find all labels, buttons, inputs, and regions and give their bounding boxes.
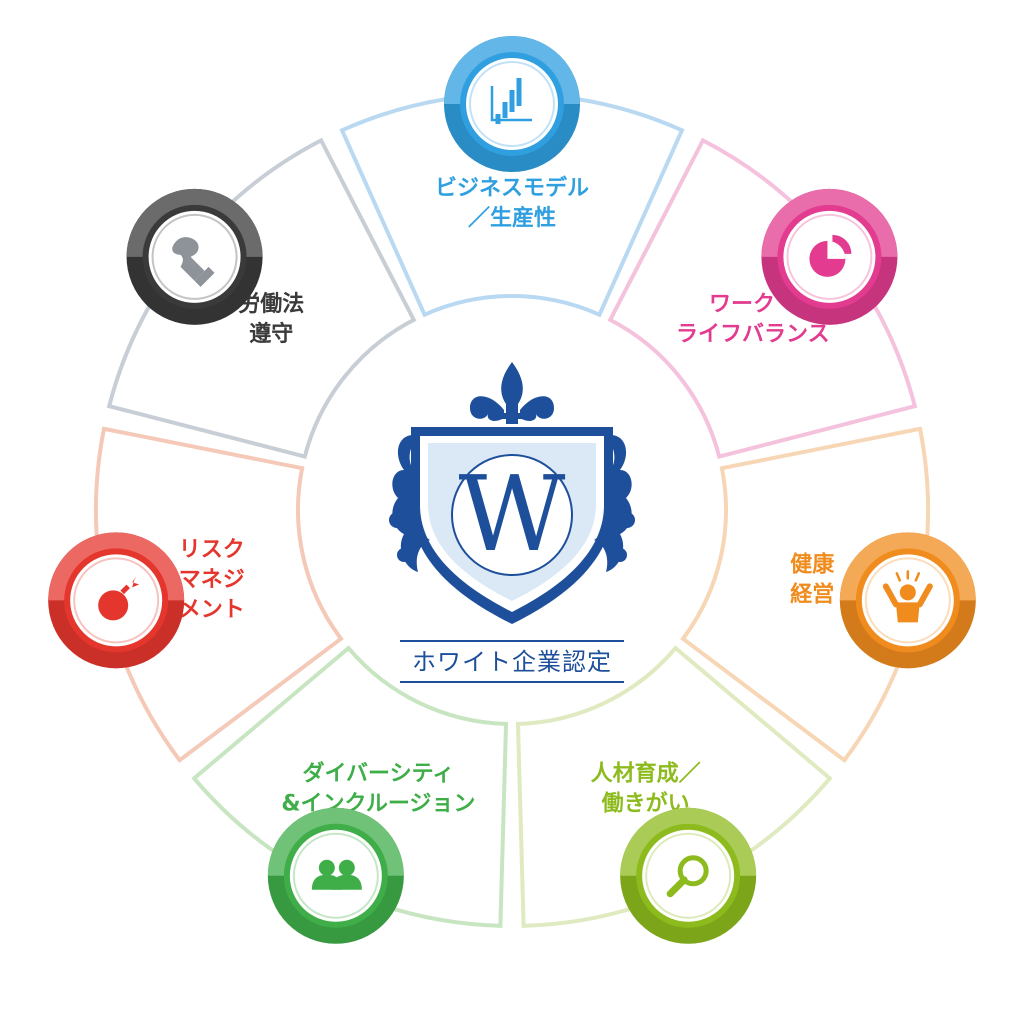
magnifier-icon-badge (620, 807, 757, 944)
segment-talent-development: 人材育成／働きがい (515, 645, 833, 944)
bomb-icon-badge (48, 532, 185, 669)
segment-label: ビジネスモデル ／生産性 (435, 175, 589, 231)
segment-label-line: 遵守 (249, 321, 293, 347)
segment-label-line: ダイバーシティ (302, 760, 454, 786)
people-icon-badge (267, 807, 404, 944)
magnifier-icon (666, 855, 709, 898)
segment-outline (191, 645, 509, 928)
badge-inner-ring (292, 832, 379, 919)
bar-chart-icon-badge (444, 36, 580, 172)
bomb-icon (98, 576, 140, 621)
badge-inner (148, 210, 241, 303)
bar-chart-icon (490, 78, 532, 124)
badge-inner-ring (469, 61, 555, 147)
segment-label-line: ／生産性 (468, 205, 556, 231)
people-icon (311, 859, 362, 890)
badge-inner-ring (645, 832, 732, 919)
segment-label: ワーク・ライフバランス (676, 292, 830, 347)
emblem: W ホワイト企業認定 (389, 362, 635, 683)
emblem-badge-text: ホワイト企業認定 (412, 648, 612, 676)
segment-business-model: ビジネスモデル ／生産性 (339, 36, 685, 318)
fleur-de-lis-icon (470, 362, 554, 424)
badge-inner (642, 829, 735, 922)
segment-label-line: リスク (179, 538, 245, 563)
segment-outline (515, 645, 833, 928)
segment-label-line: 人材育成／ (591, 760, 701, 786)
stamp-icon (172, 237, 215, 287)
segment-label-line: マネジ (179, 568, 245, 593)
segment-outline (607, 137, 918, 460)
left-ornament-icon (389, 435, 430, 572)
right-ornament-icon (594, 435, 635, 572)
segment-label-line: 経営 (790, 582, 834, 608)
segment-label: 健康経営 (790, 552, 835, 608)
segment-labor-law-compliance: 労働法遵守 (106, 137, 417, 460)
segment-label: 人材育成／働きがい (591, 760, 701, 816)
segment-label: ダイバーシティ&インクルージョン (281, 760, 475, 816)
emblem-letter: W (459, 453, 566, 575)
segment-outline (106, 137, 417, 460)
segment-label-line: メント (179, 598, 245, 623)
pie-chart-icon-badge (761, 188, 898, 325)
segment-outline (94, 426, 344, 763)
cheering-person-icon (882, 570, 933, 623)
segment-outline (339, 92, 685, 318)
badge-inner-ring (864, 557, 951, 644)
letter-disc (451, 454, 573, 576)
segment-health-management: 健康経営 (680, 426, 976, 763)
pie-chart-icon (809, 234, 852, 277)
segment-label: リスクマネジメント (179, 538, 245, 623)
badge-inner-ring (786, 213, 873, 300)
segment-outline (680, 426, 930, 763)
badge-inner (289, 829, 382, 922)
segment-label-line: ライフバランス (676, 322, 830, 347)
segment-risk-management: リスクマネジメント (48, 426, 344, 763)
cheering-person-icon-badge (839, 532, 976, 669)
badge-inner-ring (151, 213, 238, 300)
stamp-icon-badge (126, 188, 263, 325)
segment-work-life-balance: ワーク・ライフバランス (607, 137, 918, 460)
segment-diversity-inclusion: ダイバーシティ&インクルージョン (191, 645, 509, 944)
segment-label-line: ビジネスモデル (435, 175, 589, 201)
segment-label-line: 健康 (790, 552, 835, 578)
badge-inner-ring (73, 557, 160, 644)
